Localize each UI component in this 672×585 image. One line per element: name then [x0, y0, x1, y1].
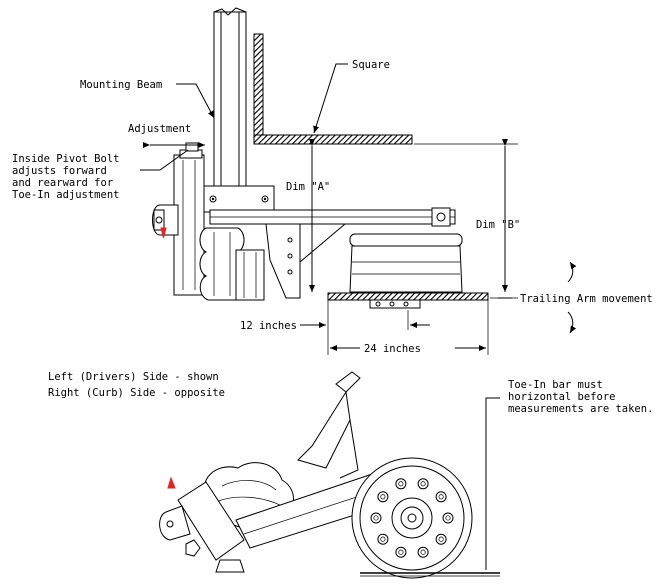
pivot-bolt-label-3: and rearward for: [12, 177, 113, 189]
wheel-lug: [395, 478, 407, 490]
wheel-lug-nut: [380, 536, 386, 542]
wheel-lugs: [370, 478, 454, 558]
side-pivot-marker-icon: [167, 476, 176, 489]
dim-b-label: Dim "B": [476, 219, 520, 231]
dimension-lines: [300, 139, 518, 355]
toe-in-note-3: measurements are taken.: [508, 403, 653, 415]
trailing-arm-movement-label: Trailing Arm movement: [520, 293, 653, 305]
dim-a-label: Dim "A": [286, 181, 330, 193]
square-label: Square: [352, 59, 390, 71]
twelve-inches-label: 12 inches: [240, 320, 297, 332]
twentyfour-inches-label: 24 inches: [364, 343, 421, 355]
toe-in-note-1: Toe-In bar must: [508, 379, 603, 391]
wheel-lug-nut: [398, 549, 404, 555]
leader-lines: [140, 63, 512, 299]
side-opposite-label: Right (Curb) Side - opposite: [48, 387, 225, 399]
wheel-lug-nut: [380, 494, 386, 500]
air-spring: [199, 227, 265, 301]
wheel-lug: [377, 491, 389, 503]
wheel-lug-nut: [420, 481, 426, 487]
wheel-lug: [377, 533, 389, 545]
wheel-lug: [435, 533, 447, 545]
wheel-lug: [370, 512, 382, 524]
ground-line: [360, 572, 500, 577]
side-view-assembly: [159, 371, 473, 579]
wheel-lug-nut: [373, 515, 379, 521]
brake-drum: [327, 233, 489, 309]
wheel-lug: [417, 478, 429, 490]
wheel-lug-nut: [398, 481, 404, 487]
mounting-beam-label: Mounting Beam: [80, 79, 162, 91]
wheel-lug: [395, 546, 407, 558]
wheel-lug-nut: [445, 515, 451, 521]
pivot-bolt-label-1: Inside Pivot Bolt: [12, 153, 119, 165]
square-tool: [253, 33, 413, 145]
pivot-bolt-label-2: adjusts forward: [12, 165, 107, 177]
wheel-lug: [442, 512, 454, 524]
wheel-lug-nut: [438, 494, 444, 500]
pivot-bolt-assembly: [152, 142, 205, 296]
side-shown-label: Left (Drivers) Side - shown: [48, 371, 219, 383]
trailing-arm: [209, 207, 456, 299]
pivot-bolt-label-4: Toe-In adjustment: [12, 189, 119, 201]
adjustment-label: Adjustment: [128, 123, 191, 135]
mounting-beam: [213, 7, 247, 195]
trailing-arm-movement-arrows: [567, 261, 577, 334]
toe-in-note-2: horizontal before: [508, 391, 615, 403]
toe-in-leader: [485, 397, 500, 570]
hanger-bracket: [203, 185, 275, 213]
wheel-lug-nut: [438, 536, 444, 542]
wheel-lug: [435, 491, 447, 503]
pivot-marker-icon: [160, 227, 167, 239]
wheel-lug-nut: [420, 549, 426, 555]
wheel-lug: [417, 546, 429, 558]
